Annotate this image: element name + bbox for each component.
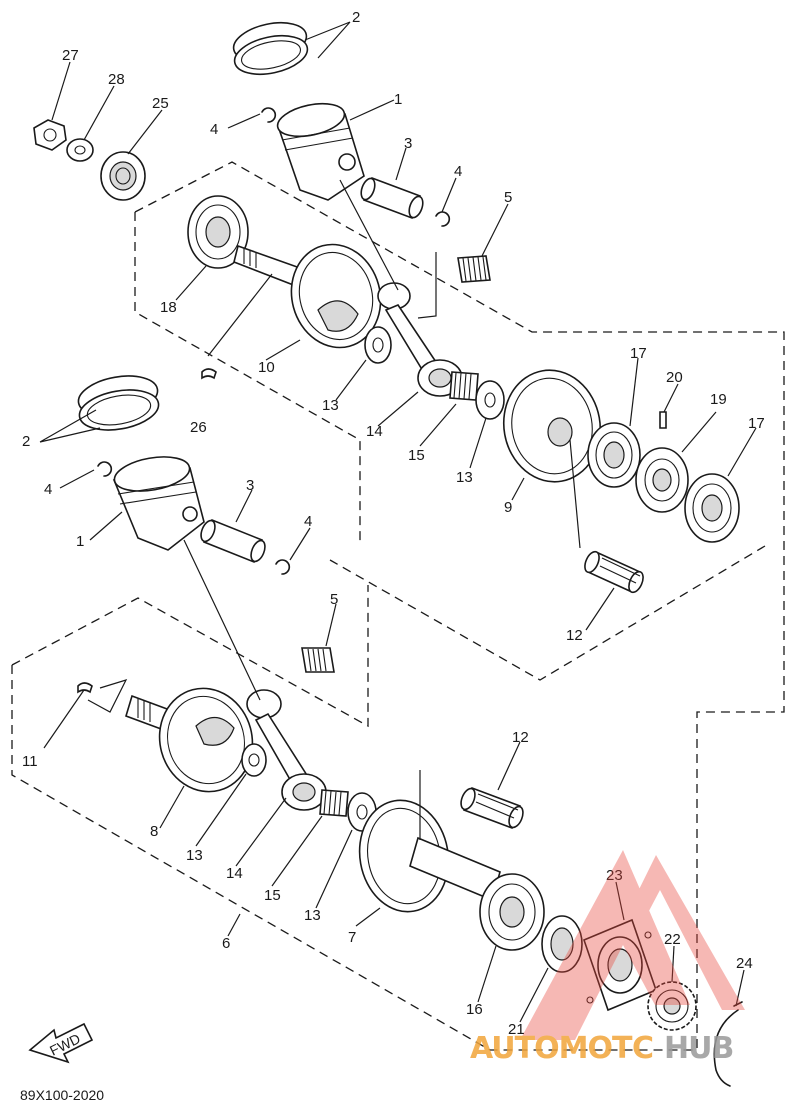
circlip-lower-right: [275, 559, 291, 575]
upper-assembly-boundary: [134, 161, 785, 1050]
callout-4: 4: [304, 513, 312, 530]
callout-6: 6: [222, 935, 230, 952]
needle-bearing-big-end-upper: [449, 371, 479, 401]
callout-20: 20: [666, 369, 683, 386]
callout-19: 19: [710, 391, 727, 408]
piston-rings-upper: [232, 21, 309, 76]
callout-14: 14: [226, 865, 243, 882]
callout-1: 1: [394, 91, 402, 108]
circlip-lower-left: [97, 461, 113, 477]
piston-pin-upper: [360, 176, 424, 220]
watermark-text-b: C: [632, 1031, 653, 1066]
callout-14: 14: [366, 423, 383, 440]
callout-21: 21: [508, 1021, 525, 1038]
piston-upper: [276, 102, 365, 201]
piston-pin-lower: [200, 518, 266, 564]
piston-rings-lower: [77, 375, 160, 431]
callout-1: 1: [76, 533, 84, 550]
crank-left-half-lower: [125, 687, 254, 793]
callout-13: 13: [456, 469, 473, 486]
bearing-left-upper: [187, 195, 249, 269]
bearing-center-left: [587, 422, 641, 488]
callout-5: 5: [330, 591, 338, 608]
drive-sprocket: [647, 981, 697, 1031]
callout-28: 28: [108, 71, 125, 88]
callout-2: 2: [22, 433, 30, 450]
callout-11: 11: [22, 753, 38, 770]
callout-18: 18: [160, 299, 177, 316]
bearing-right-lower: [479, 873, 545, 951]
watermark-text-a: AUTOMOT: [470, 1031, 633, 1066]
callout-24: 24: [736, 955, 753, 972]
callout-9: 9: [504, 499, 512, 516]
callout-16: 16: [466, 1001, 483, 1018]
needle-bearing-upper: [457, 255, 491, 283]
woodruff-key-lower: [77, 682, 93, 694]
callout-25: 25: [152, 95, 169, 112]
callout-4: 4: [210, 121, 218, 138]
callout-8: 8: [150, 823, 158, 840]
circlip-upper-right: [435, 211, 451, 227]
callout-2: 2: [352, 9, 360, 26]
oil-seal: [100, 151, 146, 201]
lower-assembly-boundary: [11, 585, 697, 1051]
warning-triangle-icon: [520, 850, 745, 1040]
callout-23: 23: [606, 867, 623, 884]
piston-lower: [112, 456, 205, 551]
leader-lines: [39, 21, 757, 1023]
circlip-24: [713, 1001, 743, 1087]
crank-right-half-upper: [502, 369, 602, 483]
callout-12: 12: [512, 729, 529, 746]
callout-13: 13: [304, 907, 321, 924]
callout-13: 13: [322, 397, 339, 414]
callout-15: 15: [264, 887, 281, 904]
callout-4: 4: [44, 481, 52, 498]
callout-3: 3: [404, 135, 412, 152]
connecting-rod-lower: [246, 689, 327, 811]
callout-3: 3: [246, 477, 254, 494]
oil-seal-lower: [541, 915, 583, 973]
watermark-text-c: HUB: [664, 1031, 733, 1066]
callout-17: 17: [630, 345, 647, 362]
watermark-logo: AUTOMOT C HUB: [470, 850, 745, 1066]
labyrinth-seal: [635, 447, 689, 513]
thrust-washer-upper-right: [475, 380, 505, 420]
crank-pin-lower: [460, 786, 524, 830]
callout-7: 7: [348, 929, 356, 946]
woodruff-key-upper: [201, 368, 217, 380]
diagram-code: 89X100-2020: [20, 1087, 104, 1103]
callout-22: 22: [664, 931, 681, 948]
callout-10: 10: [258, 359, 275, 376]
callout-27: 27: [62, 47, 79, 64]
callout-13: 13: [186, 847, 203, 864]
dowel-pin: [659, 411, 667, 429]
thrust-washer-upper-left: [364, 326, 392, 364]
crank-left-half-upper: [233, 243, 382, 349]
needle-bearing-lower: [301, 647, 335, 673]
callout-15: 15: [408, 447, 425, 464]
needle-bearing-big-end-lower: [319, 789, 349, 817]
bearing-center-right: [684, 473, 740, 543]
crank-pin-upper: [584, 550, 644, 594]
washer: [66, 138, 94, 162]
callout-12: 12: [566, 627, 583, 644]
callout-5: 5: [504, 189, 512, 206]
callout-4: 4: [454, 163, 462, 180]
callout-17: 17: [748, 415, 765, 432]
circlip-upper-left: [261, 107, 277, 123]
callout-labels: 2 27 28 25 4 1 3 4 5 18 10 26 13 14 15 1…: [22, 9, 765, 1038]
fwd-arrow-badge: FWD: [28, 1022, 94, 1064]
nut: [33, 119, 67, 151]
callout-26: 26: [190, 419, 207, 436]
thrust-washer-lower-left: [241, 743, 267, 777]
crank-right-half-lower: [358, 799, 501, 913]
